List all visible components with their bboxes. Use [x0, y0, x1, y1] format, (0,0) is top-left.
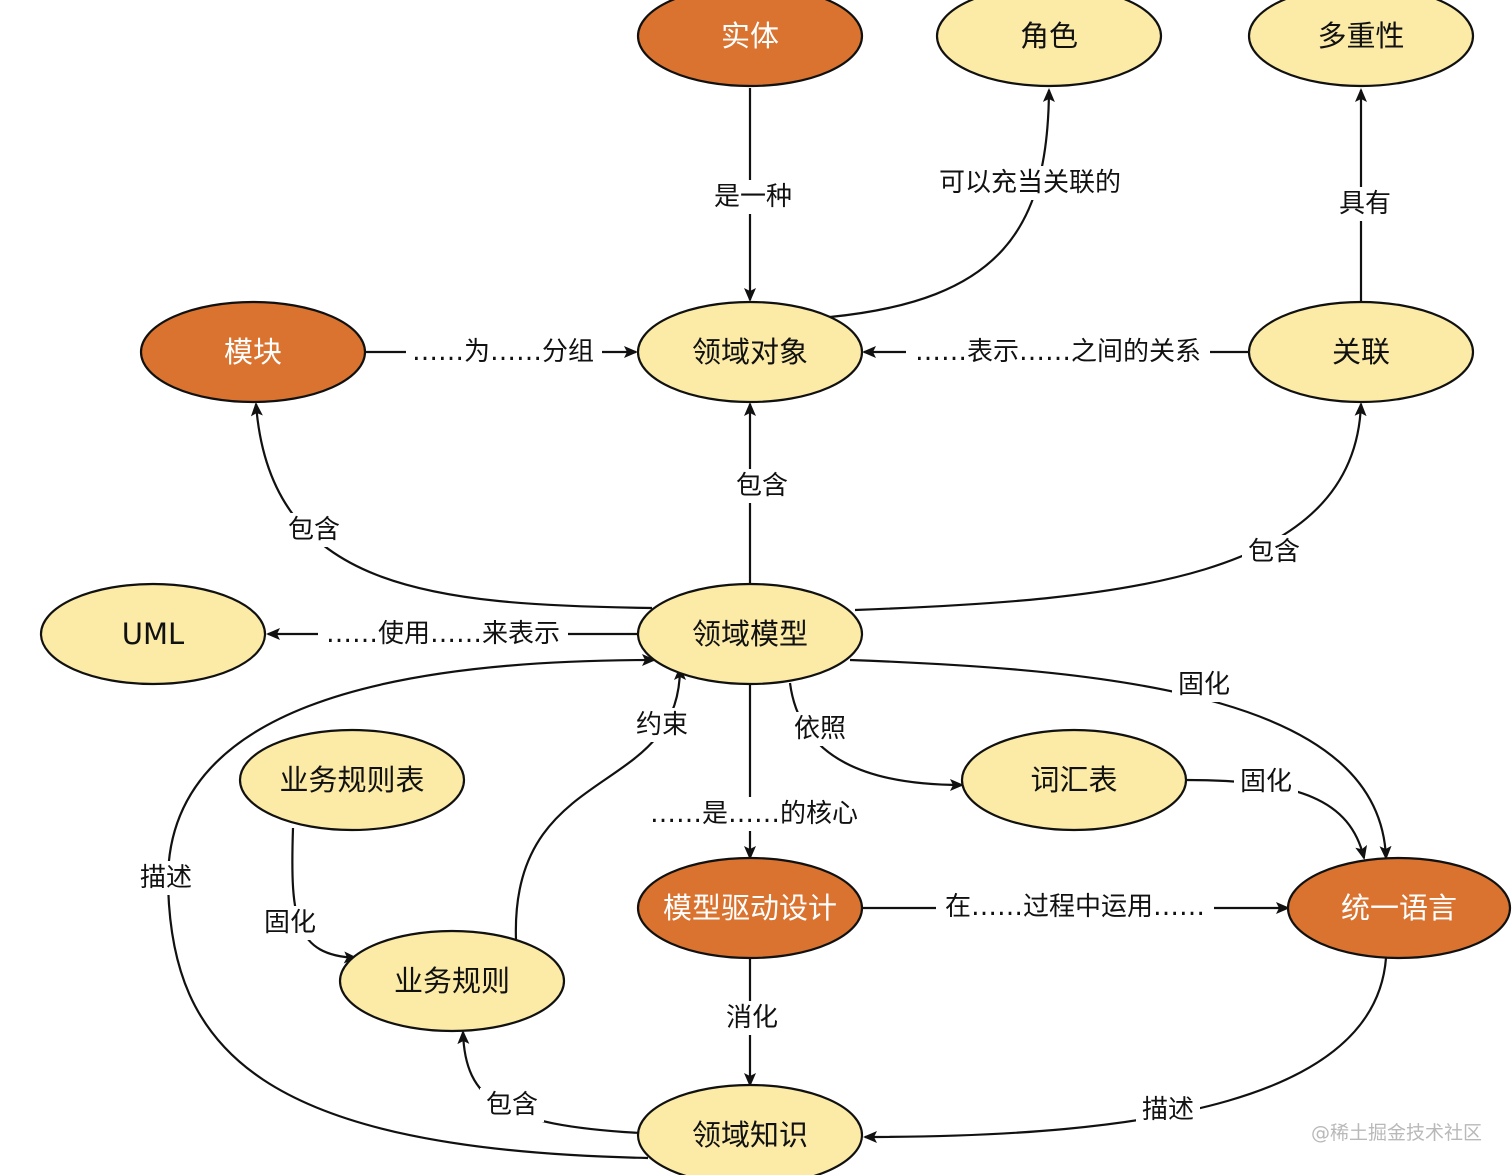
edge-label-model-contains-module: 包含 [288, 515, 340, 545]
node-role: 角色 [935, 0, 1163, 88]
node-label-entity: 实体 [721, 19, 779, 53]
edge-label-model-contains-object: 包含 [736, 471, 788, 501]
node-entity: 实体 [636, 0, 864, 88]
node-glossary: 词汇表 [960, 728, 1188, 832]
node-label-ubiquitous-language: 统一语言 [1341, 891, 1457, 925]
edge-label-assoc-has: 具有 [1339, 189, 1391, 219]
node-label-domain-model: 领域模型 [692, 617, 808, 651]
edge-label-module-groups: ……为……分组 [412, 337, 594, 367]
edge-label-model-contains-assoc: 包含 [1248, 537, 1300, 567]
node-multiplicity: 多重性 [1247, 0, 1475, 88]
edge-glossary-fixes-language [1185, 778, 1368, 860]
edge-label-rule-constrains-model: 约束 [636, 710, 688, 740]
node-domain-knowledge: 领域知识 [636, 1083, 864, 1175]
edge-label-mdd-uses-language: 在……过程中运用…… [945, 892, 1205, 922]
edge-object-role [829, 88, 1055, 319]
edge-label-knowledge-contains-rule: 包含 [486, 1090, 538, 1120]
edge-knowledge-describes-model [166, 654, 656, 1160]
node-label-association: 关联 [1332, 335, 1390, 369]
edge-label-model-fixes-language: 固化 [1178, 670, 1230, 700]
node-label-business-rule-table: 业务规则表 [279, 763, 424, 797]
node-module: 模块 [139, 300, 367, 404]
edge-language-describes-knowledge [863, 957, 1388, 1143]
node-label-multiplicity: 多重性 [1317, 19, 1404, 53]
node-business-rule-table: 业务规则表 [238, 728, 466, 832]
edge-model-follows-glossary [788, 682, 964, 791]
node-association: 关联 [1247, 300, 1475, 404]
edge-model-fixes-language [849, 658, 1392, 860]
edge-label-model-core-of-mdd: ……是……的核心 [650, 799, 858, 829]
edge-label-knowledge-describes-model: 描述 [140, 863, 192, 893]
node-label-module: 模块 [224, 335, 282, 369]
node-label-model-driven-design: 模型驱动设计 [663, 891, 837, 925]
node-model-driven-design: 模型驱动设计 [636, 856, 864, 960]
edge-label-assoc-represents: ……表示……之间的关系 [915, 337, 1201, 367]
node-domain-model: 领域模型 [636, 582, 864, 686]
edge-label-model-follows-glossary: 依照 [794, 714, 846, 744]
node-label-role: 角色 [1020, 19, 1078, 53]
node-label-domain-knowledge: 领域知识 [692, 1118, 808, 1152]
node-label-domain-object: 领域对象 [692, 335, 808, 369]
edge-label-glossary-fixes-language: 固化 [1240, 767, 1292, 797]
watermark: @稀土掘金技术社区 [1310, 1122, 1482, 1144]
edge-label-model-uses-uml: ……使用……来表示 [326, 619, 560, 649]
edge-model-contains-module [250, 402, 653, 610]
node-label-business-rule: 业务规则 [394, 964, 510, 998]
node-uml: UML [39, 582, 267, 686]
edge-label-entity-is-a: 是一种 [714, 182, 792, 212]
edge-model-contains-assoc [854, 402, 1367, 612]
edge-label-table-fixes-rule: 固化 [264, 908, 316, 938]
node-label-uml: UML [122, 617, 184, 651]
node-domain-object: 领域对象 [636, 300, 864, 404]
node-ubiquitous-language: 统一语言 [1286, 856, 1512, 960]
node-label-glossary: 词汇表 [1030, 763, 1117, 797]
edge-label-object-role: 可以充当关联的 [939, 168, 1121, 198]
edge-label-mdd-digests-knowledge: 消化 [726, 1003, 778, 1033]
edge-label-language-describes-knowledge: 描述 [1142, 1095, 1194, 1125]
node-business-rule: 业务规则 [338, 929, 566, 1033]
